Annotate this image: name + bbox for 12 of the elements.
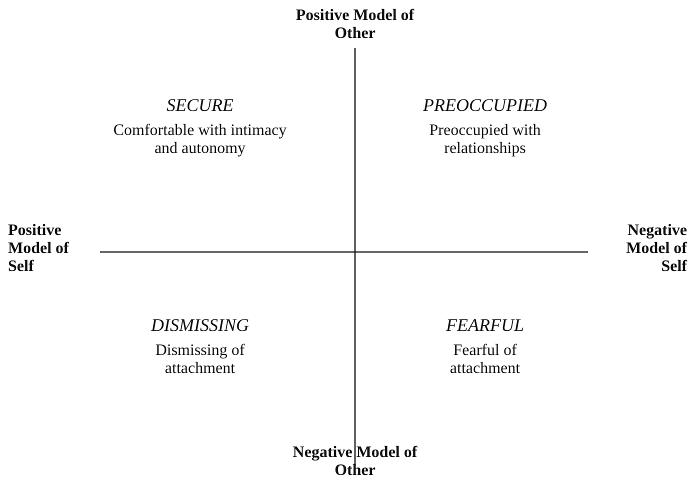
attachment-style-title: PREOCCUPIED [422,96,548,114]
quadrant-description: Preoccupied with relationships [428,122,542,158]
axis-label: Positive Model of Self [8,222,70,276]
attachment-style-title: FEARFUL [445,316,525,334]
attachment-style-title: DISMISSING [150,316,250,334]
attachment-style-title: SECURE [166,96,234,114]
axis-label: Positive Model of Other [294,7,416,43]
axis-label: Negative Model of Self [625,222,687,276]
quadrant-description: Dismissing of attachment [154,342,246,378]
quadrant-description: Comfortable with intimacy and autonomy [112,122,288,158]
axis-label: Negative Model of Other [292,444,418,480]
quadrant-description: Fearful of attachment [448,342,522,378]
